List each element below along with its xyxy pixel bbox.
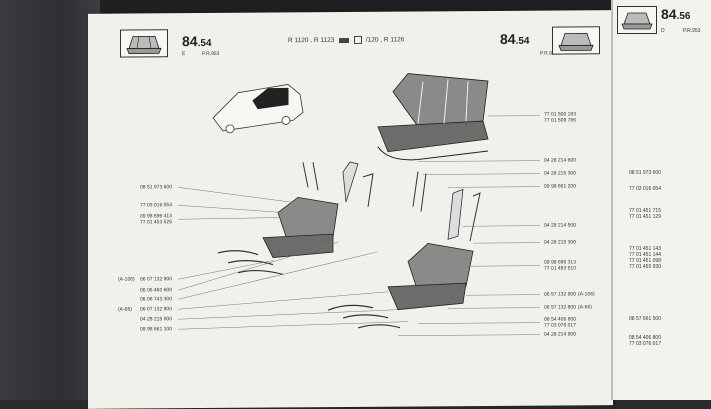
part-number: 06 06 743 300 [140,296,172,302]
part-number: 04 28 214 900 [544,331,576,337]
background-left-surface [0,0,100,400]
catalog-page: 84.54 E P.R.953 R 1120 , R 1123 /120 , R… [88,10,613,409]
part-number: 04 28 214 600 [544,157,576,163]
application-code: (A-66) [578,304,592,310]
facing-d-mark: D [661,28,665,34]
part-number: 77 01 453 510 [544,265,576,271]
part-number: 08 51 973 600 [629,170,661,176]
part-number: 08 57 661 500 [629,316,661,322]
part-number: 06 07 132 800 [140,306,172,312]
facing-page-number: 84.56 [661,6,690,22]
part-number: 08 51 973 600 [140,184,172,190]
part-number: 06 07 132 900 [140,276,172,282]
application-code: (A-106) [118,277,135,283]
bench-seat-icon [618,7,656,33]
part-number: 06 57 132 800 [544,304,576,310]
part-number: 04 28 215 300 [544,239,576,245]
part-number: 04 28 214 500 [544,222,576,228]
car-illustration [213,84,303,133]
bench-seat-top-illustration [378,73,488,160]
part-number: 77 03 076 017 [629,341,661,347]
application-code: (A-66) [118,307,132,313]
part-number: 77 03 076 017 [544,322,576,328]
facing-pr-reference: P.R.953 [683,28,700,34]
seat-thumbnail-facing [617,6,657,34]
part-number: 77 01 451 129 [629,214,661,220]
part-number: 77 01 455 930 [629,264,661,270]
part-number: 04 28 215 300 [544,170,576,176]
part-number: 09 98 661 100 [140,326,172,332]
part-number: 77 03 016 054 [629,186,661,192]
part-number: 09 98 661 200 [544,183,576,189]
application-code: (A-106) [578,291,595,297]
seat-section-right-illustration [328,171,480,328]
part-number: 77 01 453 525 [140,219,172,225]
facing-page: 84.56 D P.R.953 08 51 973 600 77 03 016 … [611,0,711,400]
part-number: 06 06 460 600 [140,287,172,293]
part-number: 77 03 016 054 [140,202,172,208]
part-number: 06 57 132 900 [544,291,576,297]
part-number: 04 28 215 000 [140,316,172,322]
exploded-diagram [88,10,613,409]
part-number: 77 01 509 786 [544,117,576,123]
